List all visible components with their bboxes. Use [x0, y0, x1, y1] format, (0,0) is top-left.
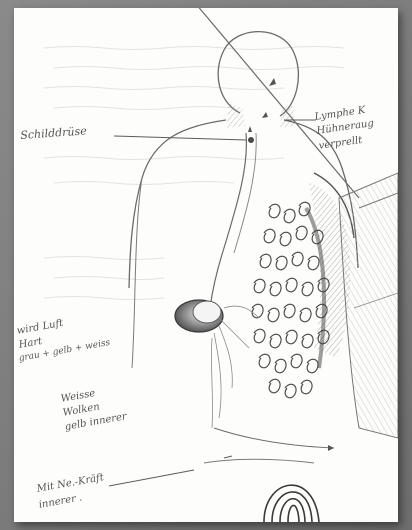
arm-slab — [339, 173, 398, 438]
shaded-mass — [175, 300, 223, 332]
faint-background-text — [44, 47, 344, 300]
pelvis-lines — [214, 428, 334, 448]
diagonal-line — [196, 8, 359, 198]
pencil-anatomy-sketch — [14, 8, 398, 522]
paper-sheet: Schilddrüse Lymphe K Hühneraug verprellt… — [14, 8, 398, 522]
neck-shading — [226, 103, 246, 128]
bottom-coil — [264, 485, 319, 522]
